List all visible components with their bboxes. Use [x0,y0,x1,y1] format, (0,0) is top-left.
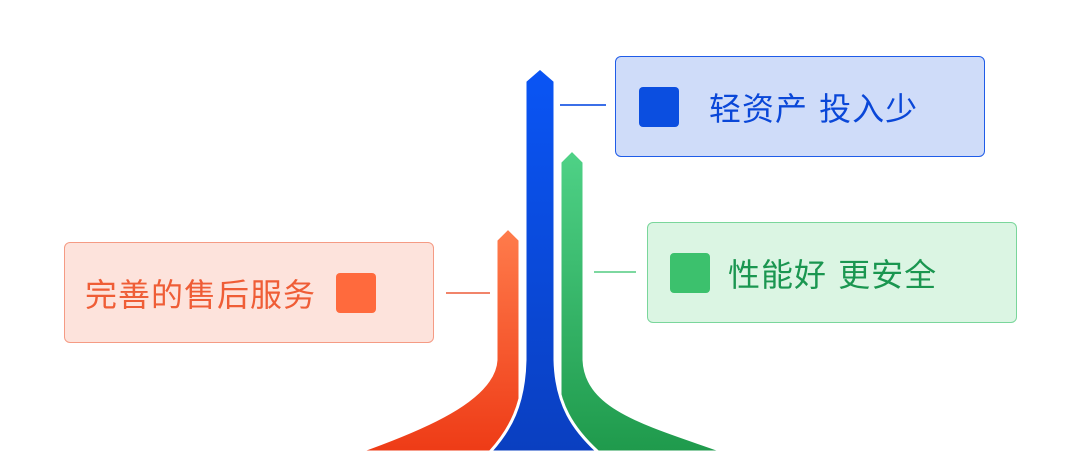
blue-square-icon [639,86,679,127]
benefit-card-light-assets: 轻资产 投入少 [615,56,985,157]
benefit-label: 性能好 更安全 [728,255,938,294]
green-arrow [558,147,726,454]
benefit-card-performance: 性能好 更安全 [647,222,1017,323]
green-square-icon [670,252,710,293]
orange-square-icon [336,272,377,313]
benefit-label: 轻资产 投入少 [709,89,919,128]
benefit-card-after-sales: 完善的售后服务 [64,242,434,343]
benefit-label: 完善的售后服务 [85,275,317,314]
